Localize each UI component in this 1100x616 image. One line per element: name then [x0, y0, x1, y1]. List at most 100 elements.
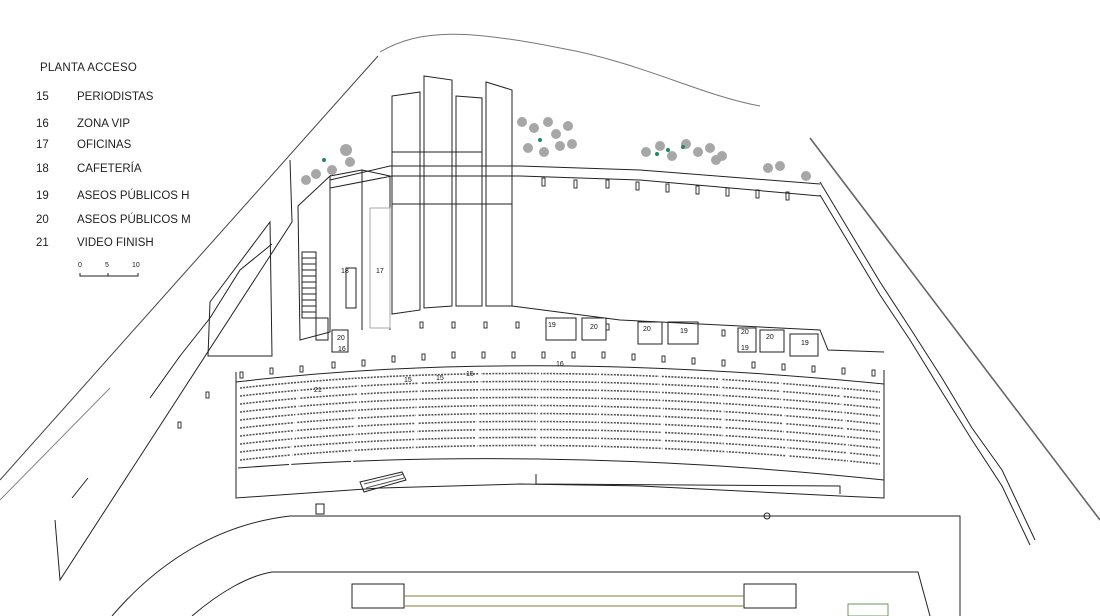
column	[725, 187, 730, 197]
track-inner	[191, 571, 931, 616]
legend-label: OFICINAS	[77, 139, 132, 151]
fence-right-inner	[819, 194, 1031, 546]
column	[605, 179, 610, 189]
column	[515, 321, 520, 329]
plan-label-15: 15	[466, 371, 474, 378]
tree	[523, 143, 533, 153]
toilet-block	[545, 317, 577, 341]
toilet-block	[737, 327, 757, 353]
tree	[311, 169, 321, 179]
concourse-lip	[535, 474, 841, 494]
ramp-hatch	[363, 473, 405, 489]
column	[695, 185, 700, 195]
column	[573, 179, 578, 189]
column	[205, 391, 210, 399]
column	[299, 365, 304, 373]
seat-row	[239, 428, 881, 449]
tree	[543, 117, 553, 127]
tree	[529, 123, 539, 133]
pitch-corner	[847, 603, 889, 616]
gate-block	[315, 503, 325, 515]
seat-row	[239, 396, 881, 417]
tree	[563, 121, 573, 131]
scale-tick: 0	[78, 262, 82, 269]
column	[841, 367, 846, 375]
legend-label: ZONA VIP	[77, 118, 131, 130]
column	[269, 367, 274, 375]
column	[811, 365, 816, 373]
toilet-blocks	[331, 317, 819, 357]
elevator	[315, 317, 329, 341]
column	[635, 181, 640, 191]
site-boundary-left	[0, 55, 379, 481]
tree-accent	[538, 138, 542, 142]
column	[755, 189, 760, 199]
plan-label-15: 15	[404, 377, 412, 384]
cafeteria-counter	[345, 267, 357, 309]
seat-row	[239, 372, 881, 393]
legend-number: 21	[36, 237, 49, 249]
column	[391, 355, 396, 363]
legend-label: VIDEO FINISH	[77, 237, 154, 249]
tree	[555, 141, 565, 151]
plan-label-20: 20	[337, 335, 345, 342]
site-line-lower	[0, 387, 111, 501]
scale-line	[79, 273, 139, 277]
column	[785, 191, 790, 201]
tree	[517, 117, 527, 127]
seating-aisles	[288, 369, 852, 471]
tree	[693, 147, 703, 157]
column	[601, 351, 606, 359]
column	[751, 361, 756, 369]
seat-row	[239, 420, 881, 441]
plan-label-20: 20	[643, 326, 651, 333]
stair-treads	[302, 257, 316, 313]
column	[421, 353, 426, 361]
column	[177, 421, 182, 429]
toilet-block	[759, 329, 785, 353]
tree	[340, 144, 352, 156]
tree	[705, 143, 715, 153]
bench	[743, 583, 797, 609]
seat-row	[239, 388, 881, 409]
toilet-block	[667, 321, 699, 345]
tree	[667, 151, 677, 161]
column	[483, 321, 488, 329]
plan-label-20: 20	[766, 334, 774, 341]
stand-top-curve	[235, 365, 885, 385]
site-curve-top	[379, 33, 761, 107]
legend-number: 16	[36, 118, 49, 130]
roof-line-inner	[329, 175, 821, 197]
column	[541, 177, 546, 187]
tree-accent	[666, 148, 670, 152]
tower-fin	[423, 75, 453, 309]
fence-posts-left	[71, 243, 273, 499]
seat-row	[239, 412, 881, 433]
plan-label-17: 17	[376, 268, 384, 275]
column	[451, 321, 456, 329]
plan-label-16: 16	[556, 361, 564, 368]
tree	[711, 155, 721, 165]
column	[239, 371, 244, 379]
column	[481, 351, 486, 359]
column	[721, 329, 726, 337]
plan-label-15: 15	[436, 375, 444, 382]
column	[665, 183, 670, 193]
column	[571, 351, 576, 359]
tower-crossbar	[392, 151, 512, 205]
column	[691, 357, 696, 365]
column	[361, 359, 366, 367]
column	[781, 363, 786, 371]
tree	[763, 163, 773, 173]
tree-accent	[655, 152, 659, 156]
toilet-block	[789, 333, 819, 357]
fence-left	[54, 159, 293, 582]
toilet-block	[331, 329, 349, 353]
access-ramp	[359, 471, 407, 493]
wing-block	[207, 220, 273, 357]
column	[631, 353, 636, 361]
toilet-block	[637, 321, 663, 345]
plan-label-19: 19	[801, 340, 809, 347]
tower-fin	[485, 81, 513, 307]
plan-label-18: 18	[341, 268, 349, 275]
